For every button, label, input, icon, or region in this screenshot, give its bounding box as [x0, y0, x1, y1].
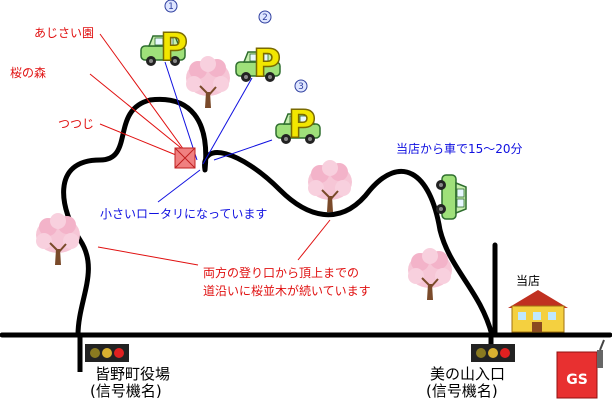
label-ajisai: あじさい園: [34, 26, 95, 40]
parking-3-number: 3: [298, 82, 304, 92]
cherry-tree-icon: [407, 247, 453, 301]
parking-2-letter: P: [253, 41, 281, 85]
label-signal-right-name: 美の山入口: [430, 365, 506, 383]
parking-3-letter: P: [288, 102, 316, 146]
signal-right: [471, 336, 515, 362]
shop-icon: [508, 290, 568, 333]
label-signal-left-sub: (信号機名): [90, 382, 162, 400]
roads: [0, 96, 612, 338]
parking-badges: 1 2 3: [164, 0, 308, 93]
parking-1-letter: P: [160, 25, 188, 69]
label-shop: 当店: [516, 274, 541, 288]
car-icon: [435, 174, 467, 220]
label-rotary: 小さいロータリになっています: [100, 207, 268, 221]
gas-station-icon: GS: [556, 339, 605, 399]
cherry-tree-icon: [307, 159, 353, 213]
label-signal-left-name: 皆野町役場: [95, 365, 171, 383]
traffic-signal-icon: [85, 344, 129, 362]
parking-2-number: 2: [262, 13, 268, 23]
azalea-icon: [174, 147, 196, 169]
label-signal-right-sub: (信号機名): [426, 382, 498, 400]
label-tsutsuji: つつじ: [58, 117, 95, 131]
traffic-signal-icon: [471, 344, 515, 362]
label-cherry-line-1: 両方の登り口から頂上までの: [203, 266, 360, 280]
callout-lines: [89, 33, 331, 266]
gas-station-label: GS: [566, 372, 588, 388]
label-shop-car-time: 当店から車で15〜20分: [396, 142, 523, 156]
label-sakura-forest: 桜の森: [10, 66, 47, 80]
label-cherry-line-2: 道沿いに桜並木が続いています: [203, 284, 371, 298]
parking-letters: P P P: [159, 24, 316, 147]
signal-left: [77, 336, 129, 372]
cherry-tree-icon: [35, 212, 81, 266]
parking-1-number: 1: [168, 2, 174, 12]
cherry-tree-icon: [185, 55, 231, 109]
mountain-road: [61, 96, 495, 338]
